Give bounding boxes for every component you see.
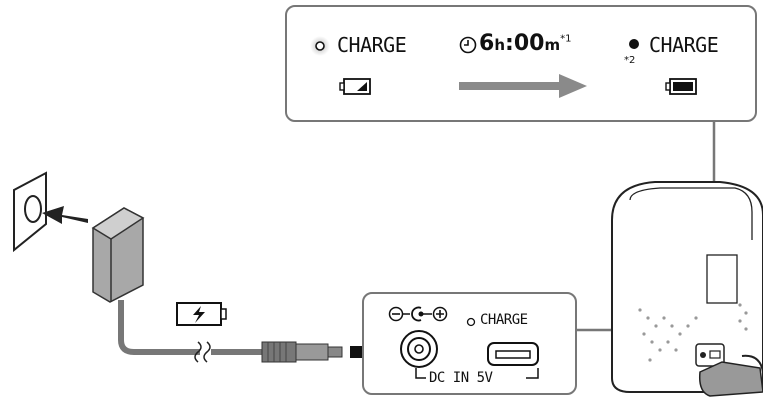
charge-label-before: CHARGE xyxy=(337,33,407,57)
insert-arrow-outlet xyxy=(42,206,88,224)
dc-in-port xyxy=(400,330,438,368)
clock-icon xyxy=(459,36,477,54)
usb-port xyxy=(487,342,539,366)
charge-time-minutes: 00 xyxy=(513,31,545,56)
charge-time-h-unit: h xyxy=(494,36,505,54)
charge-lamp-lit-icon xyxy=(310,36,330,56)
charge-time: 6h:00m*1 xyxy=(479,31,571,56)
battery-low-icon xyxy=(339,78,371,95)
charge-label-after: CHARGE xyxy=(649,33,719,57)
port-detail-panel: CHARGE DC IN 5V xyxy=(362,292,577,395)
progress-arrow-icon xyxy=(459,74,587,98)
dc-in-label: DC IN 5V xyxy=(429,370,493,386)
ac-adapter xyxy=(91,207,145,303)
dc-in-bracket xyxy=(415,368,539,379)
after-note: *2 xyxy=(624,55,636,66)
cable-break-icon xyxy=(194,341,211,363)
charge-lamp-off-icon xyxy=(629,39,639,49)
charging-battery-icon xyxy=(176,302,227,326)
polarity-icon xyxy=(388,306,448,322)
charge-status-panel: CHARGE 6h:00m*1 *2 CHARGE xyxy=(285,5,757,122)
charge-time-colon: : xyxy=(505,31,514,56)
charge-time-m-unit: m xyxy=(544,36,561,54)
charge-time-hours: 6 xyxy=(479,31,495,56)
dc-plug xyxy=(261,341,343,363)
port-charge-label: CHARGE xyxy=(480,312,528,328)
speaker xyxy=(611,181,763,397)
charge-time-note: *1 xyxy=(560,33,572,45)
battery-full-icon xyxy=(665,78,697,95)
adapter-cable xyxy=(118,300,200,355)
charge-lamp-small-icon xyxy=(466,317,476,327)
wall-outlet xyxy=(13,171,47,253)
